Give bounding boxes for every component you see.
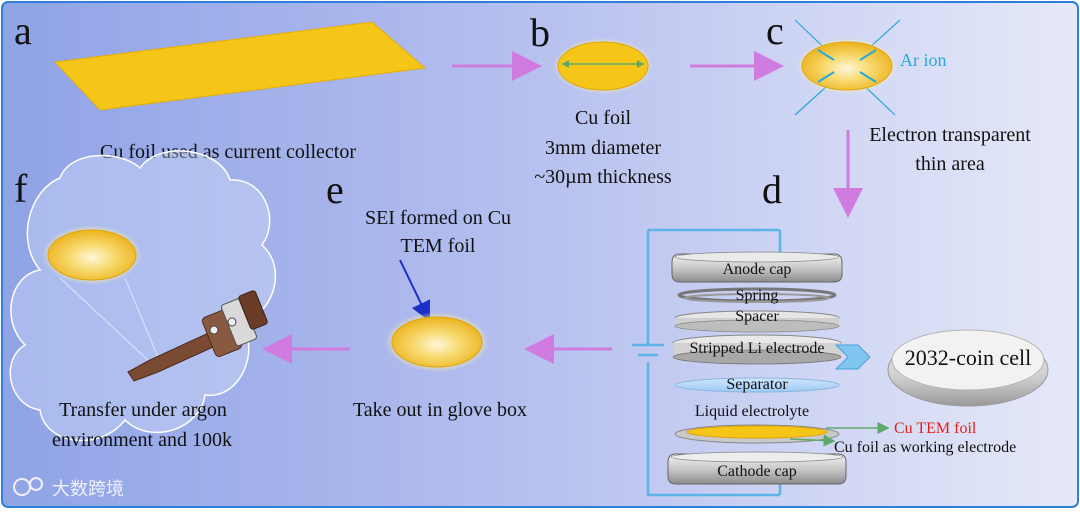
panel-label-a: a: [14, 8, 32, 53]
zoom-line-right: [124, 277, 161, 363]
caption-e-title-line1: SEI formed on Cu: [365, 207, 511, 229]
argon-cloud: [9, 150, 277, 442]
anode-cap-label: Anode cap: [723, 261, 792, 278]
caption-f-line2: environment and 100k: [52, 429, 232, 451]
sei-pointer-arrow: [399, 259, 431, 322]
caption-b-line3: ~30µm thickness: [534, 166, 672, 188]
panel-label-b: b: [530, 10, 550, 55]
separator: [674, 377, 840, 393]
panel-label-d: d: [762, 167, 782, 212]
cu-foil-disc: [557, 41, 649, 91]
cu-working-electrode: [674, 424, 840, 444]
cu-working-label: Cu foil as working electrode: [834, 439, 1016, 456]
panel-label-c: c: [766, 8, 784, 53]
ar-ion-label: Ar ion: [900, 50, 947, 70]
anode-cap: [671, 251, 843, 283]
li-electrode: [672, 334, 842, 365]
spacer: [674, 310, 840, 333]
caption-c-line2: thin area: [915, 153, 985, 175]
ion-milling-illustration: [794, 19, 901, 116]
spring-label: Spring: [736, 287, 779, 304]
external-circuit-wire: [646, 228, 782, 497]
caption-b-line1: Cu foil: [575, 107, 632, 129]
to-coin-cell-chevron: [834, 344, 871, 370]
caption-e: Take out in glove box: [353, 399, 527, 421]
caption-b-line2: 3mm diameter: [545, 137, 661, 159]
li-electrode-label: Stripped Li electrode: [689, 340, 824, 357]
transfer-disc: [47, 229, 137, 281]
panel-label-e: e: [326, 167, 344, 212]
cu-foil-sheet: [53, 21, 427, 111]
watermark-text: 大数跨境: [52, 479, 124, 499]
cathode-cap-label: Cathode cap: [717, 463, 797, 480]
cryo-holder: [127, 290, 268, 382]
cathode-cap: [667, 451, 847, 485]
coin-cell-label: 2032-coin cell: [905, 345, 1031, 370]
caption-c-line1: Electron transparent: [869, 124, 1031, 146]
separator-label: Separator: [726, 376, 788, 393]
spacer-label: Spacer: [735, 308, 779, 325]
coin-cell: [887, 329, 1049, 407]
watermark-logo: 大数跨境: [13, 477, 124, 499]
caption-a: Cu foil used as current collector: [100, 141, 356, 163]
caption-e-title-line2: TEM foil: [401, 235, 476, 257]
caption-f-line1: Transfer under argon: [59, 399, 227, 421]
cu-working-pointer: [789, 434, 836, 447]
panel-label-f: f: [14, 166, 28, 211]
zoom-line-left: [59, 277, 151, 363]
spring-inner-coil: [684, 293, 830, 303]
cu-tem-foil-label: Cu TEM foil: [894, 420, 977, 437]
sei-disc: [391, 316, 483, 368]
electrolyte-label: Liquid electrolyte: [695, 403, 809, 420]
